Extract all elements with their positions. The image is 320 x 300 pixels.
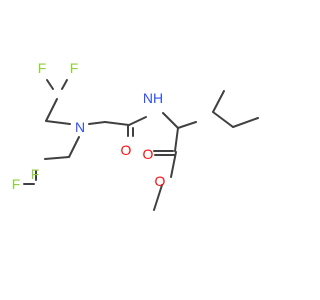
- bond-f1-c: [46, 79, 54, 90]
- bond-ch2-ch3: [232, 117, 259, 128]
- atom-o-ester: O: [155, 173, 166, 189]
- atom-nh-amide: NH: [143, 90, 163, 106]
- bond-co-nh: [128, 116, 147, 126]
- bond-ca-c: [177, 121, 197, 129]
- atom-n-amine: N: [75, 119, 85, 135]
- bond-c-o-ester: [170, 151, 177, 178]
- bond-f2-c: [61, 79, 68, 90]
- bond-c-c-lower: [44, 156, 70, 160]
- bond-n-ch2: [88, 121, 106, 125]
- bond-ca-c-ester: [174, 127, 179, 152]
- molecule-structure: F F N F F NH O O O: [12, 60, 259, 211]
- bond-c-n-upper: [45, 120, 71, 125]
- bond-c-ch2: [212, 111, 234, 128]
- bond-nh-ca: [162, 112, 179, 129]
- bond-c-me: [212, 90, 225, 113]
- bond-c-c-upper: [45, 98, 58, 122]
- atom-labels: F F N F F NH O O O: [12, 60, 166, 192]
- atom-o-carbonyl-amide: O: [121, 142, 132, 158]
- atom-f1: F: [38, 60, 47, 76]
- atom-o-carbonyl-ester: O: [143, 146, 154, 162]
- atom-f4: F: [12, 176, 21, 192]
- atom-f3: F: [31, 166, 40, 182]
- bond-layer: [23, 79, 259, 211]
- atom-f2: F: [70, 60, 79, 76]
- bond-n-c-lower: [68, 136, 80, 158]
- bond-o-me: [153, 184, 163, 211]
- bond-ch2-co: [104, 121, 130, 126]
